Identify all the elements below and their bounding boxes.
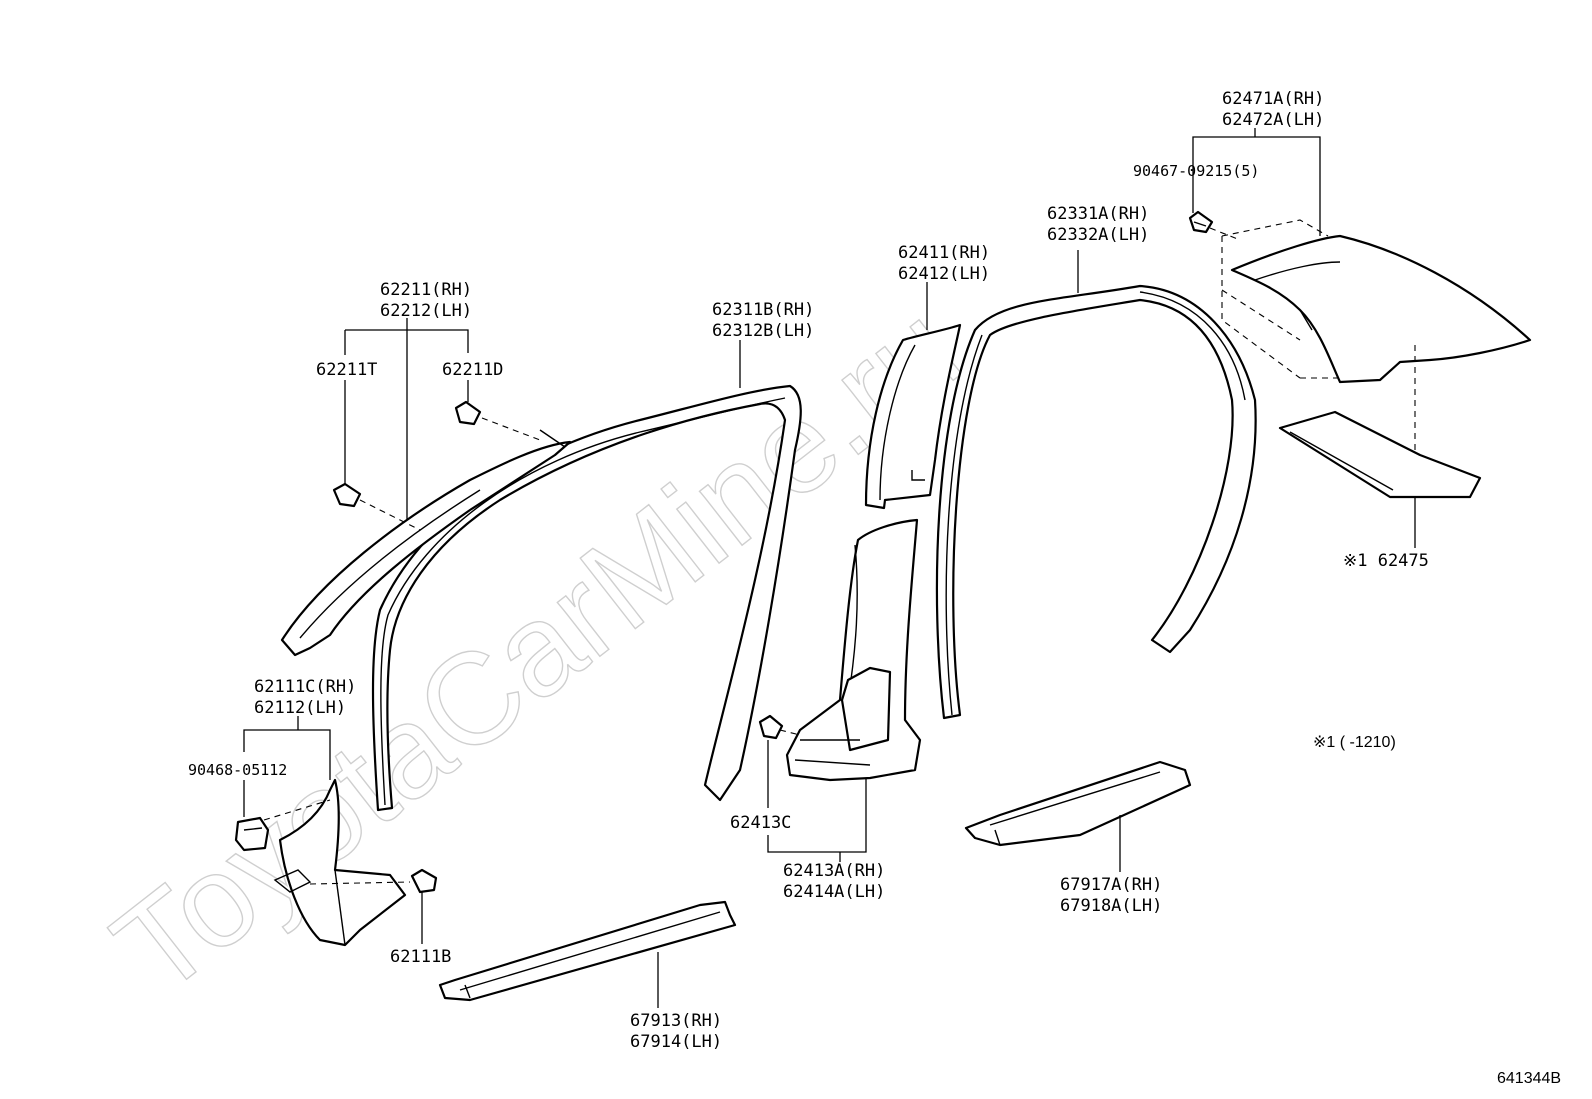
diagram-id: 641344B — [1497, 1070, 1561, 1087]
leader-62111C — [243, 729, 331, 780]
clip-90467-part[interactable] — [1188, 210, 1214, 234]
label-62111B[interactable]: 62111B — [390, 947, 451, 967]
label-67913[interactable]: 67913(RH) — [630, 1011, 722, 1031]
center-pillar-upper-garnish-part[interactable] — [864, 323, 962, 510]
clip-62211T-part[interactable] — [332, 482, 362, 508]
door-opening-trim-part[interactable] — [935, 284, 1257, 720]
label-67918A[interactable]: 67918A(LH) — [1060, 896, 1162, 916]
roof-pad-part[interactable] — [1278, 410, 1482, 499]
label-62413C[interactable]: 62413C — [730, 813, 791, 833]
label-90467[interactable]: 90467-09215(5) — [1133, 162, 1259, 180]
label-62212[interactable]: 62212(LH) — [380, 301, 472, 321]
clip-62111B-part[interactable] — [410, 868, 438, 894]
rear-scuff-plate-part[interactable] — [964, 760, 1192, 847]
label-62332A[interactable]: 62332A(LH) — [1047, 225, 1149, 245]
front-pillar-garnish-part[interactable] — [280, 429, 572, 657]
label-90468[interactable]: 90468-05112 — [188, 761, 287, 779]
label-62475[interactable]: ※1 62475 — [1343, 551, 1429, 571]
clip-90468-part[interactable] — [234, 816, 270, 852]
label-62211[interactable]: 62211(RH) — [380, 280, 472, 300]
label-67914[interactable]: 67914(LH) — [630, 1032, 722, 1052]
leader-62471A — [1192, 136, 1321, 236]
label-62211D[interactable]: 62211D — [442, 360, 503, 380]
clip-62211D-part[interactable] — [454, 400, 482, 426]
label-62311B[interactable]: 62311B(RH) — [712, 300, 814, 320]
leader-62413A — [767, 778, 867, 853]
center-pillar-lower-garnish-part[interactable] — [785, 518, 922, 782]
label-62112[interactable]: 62112(LH) — [254, 698, 346, 718]
label-67917A[interactable]: 67917A(RH) — [1060, 875, 1162, 895]
label-62413A[interactable]: 62413A(RH) — [783, 861, 885, 881]
label-62411[interactable]: 62411(RH) — [898, 243, 990, 263]
label-62472A[interactable]: 62472A(LH) — [1222, 110, 1324, 130]
footnote-text: ※1 ( -1210) — [1313, 734, 1396, 751]
clip-62413C-part[interactable] — [758, 714, 784, 740]
leader-62211-bracket — [345, 329, 469, 353]
roof-side-rail-part[interactable] — [1221, 219, 1532, 490]
label-62312B[interactable]: 62312B(LH) — [712, 321, 814, 341]
cowl-side-trim-part[interactable] — [273, 778, 407, 947]
label-62412[interactable]: 62412(LH) — [898, 264, 990, 284]
front-scuff-plate-part[interactable] — [438, 900, 737, 1002]
label-62331A[interactable]: 62331A(RH) — [1047, 204, 1149, 224]
label-62471A[interactable]: 62471A(RH) — [1222, 89, 1324, 109]
label-62111C[interactable]: 62111C(RH) — [254, 677, 356, 697]
label-62211T[interactable]: 62211T — [316, 360, 377, 380]
label-62414A[interactable]: 62414A(LH) — [783, 882, 885, 902]
